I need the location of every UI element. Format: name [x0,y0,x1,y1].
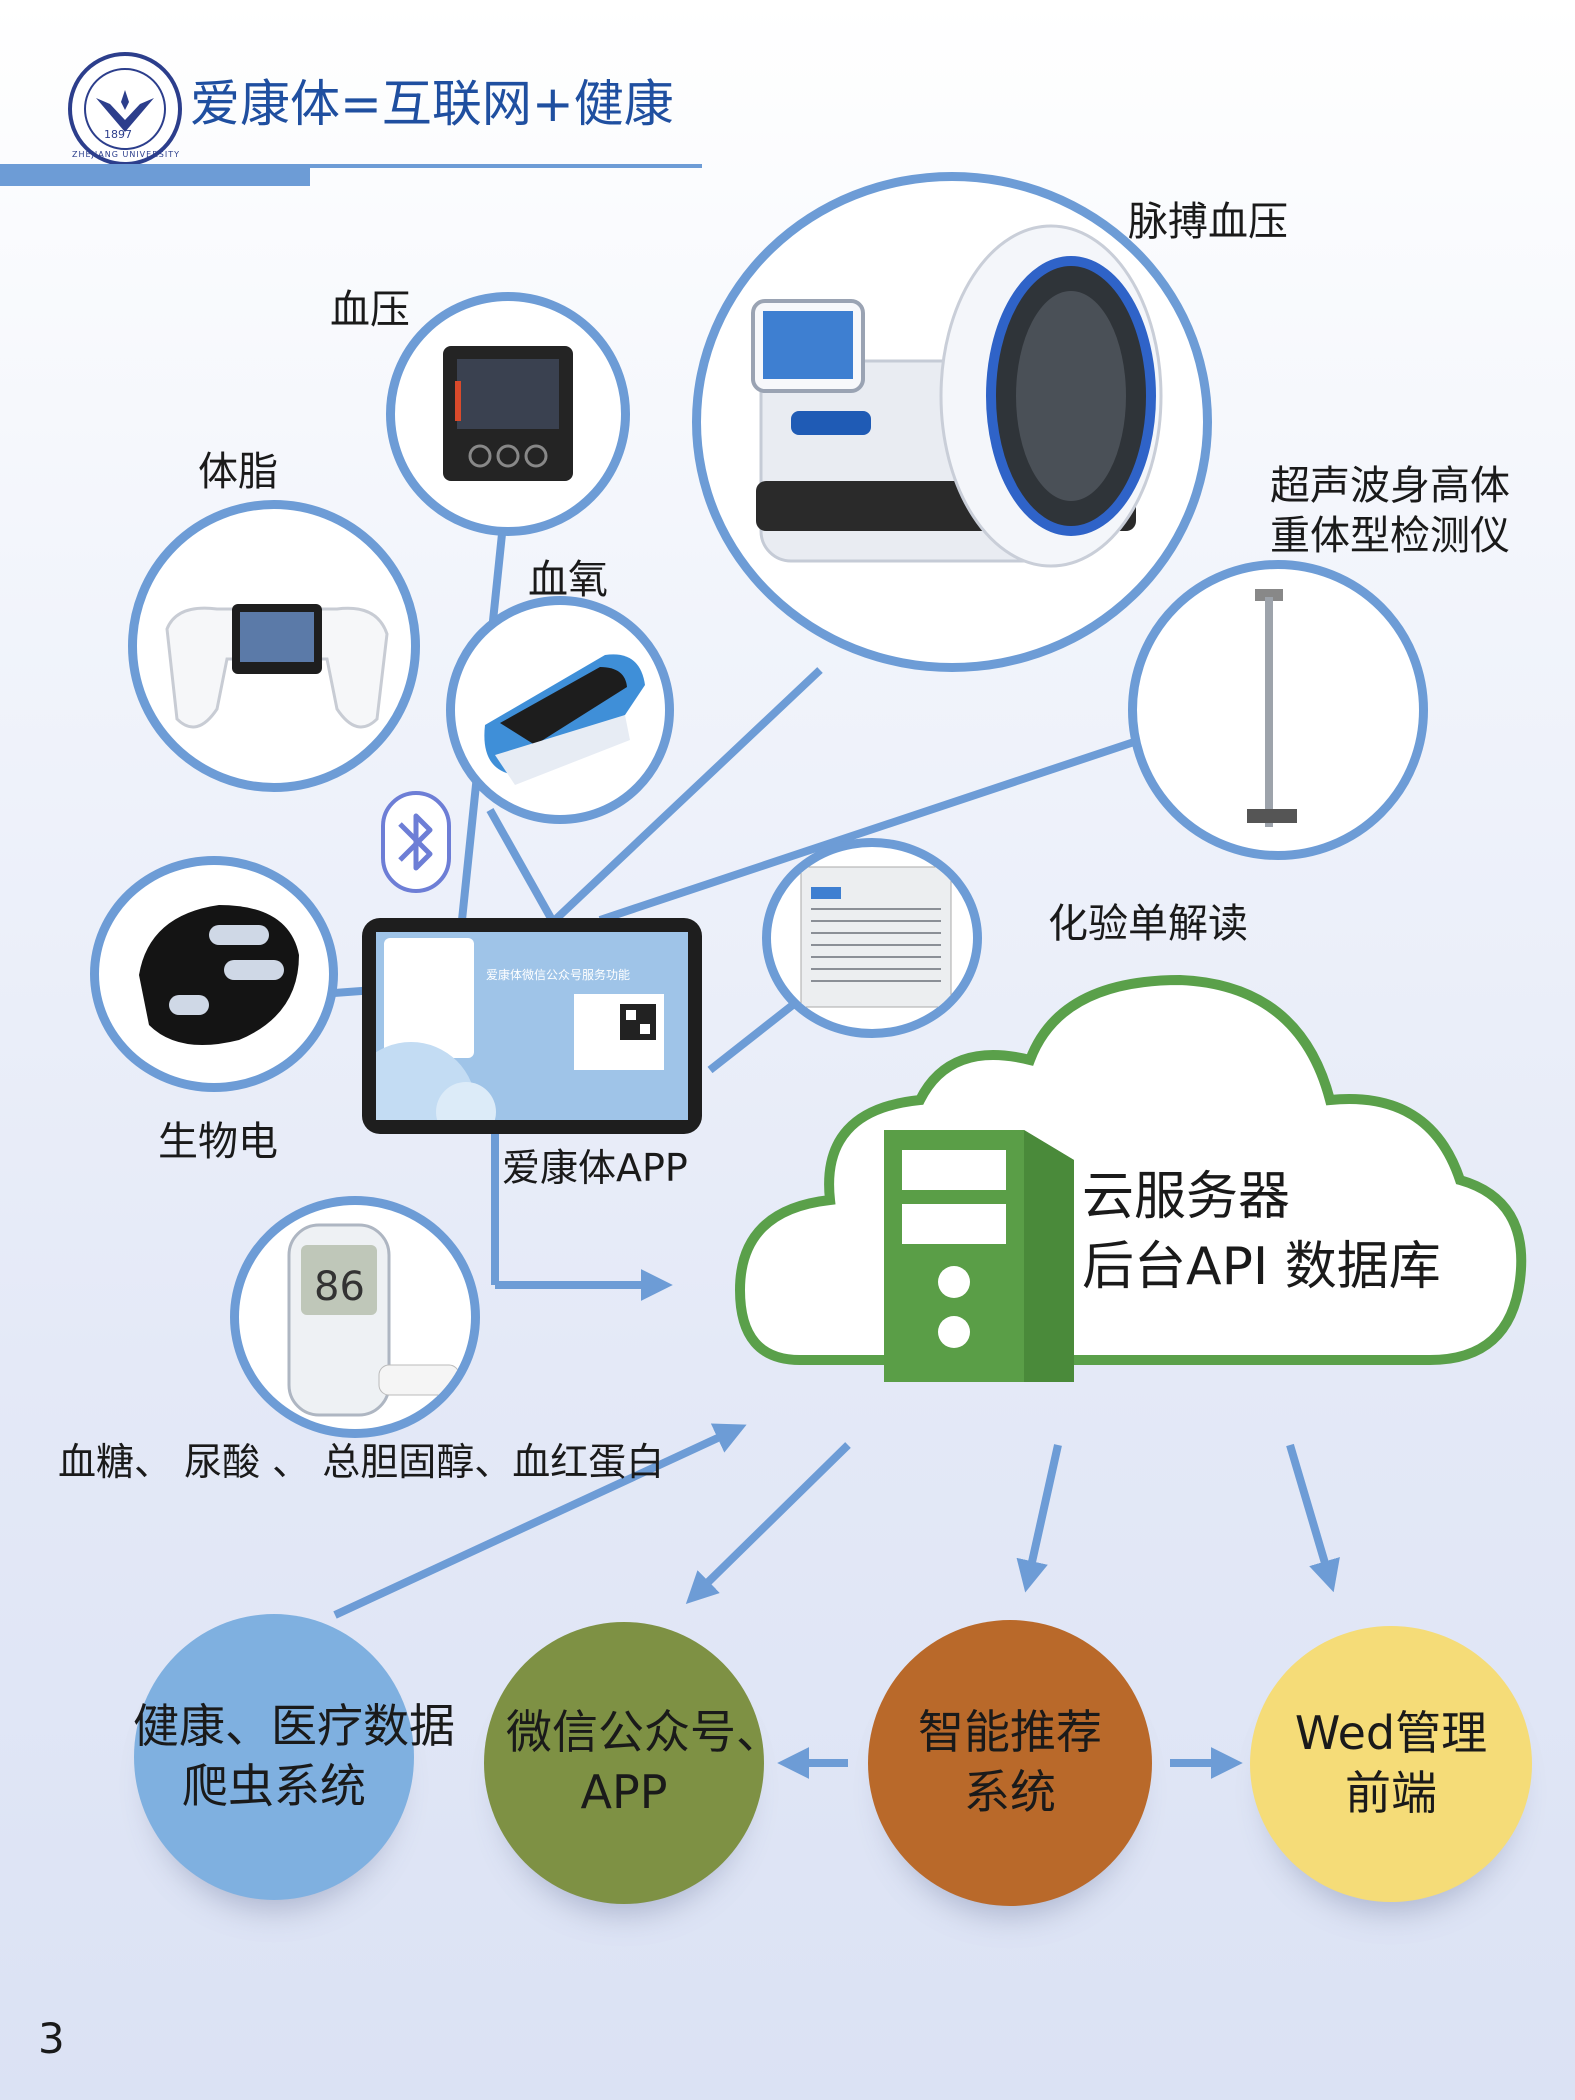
height-weight-label-line2: 重体型检测仪 [1270,513,1510,559]
glucose-circle: 86 [230,1196,480,1438]
crawler-label-line1: 健康、医疗数据 [133,1699,455,1754]
lab-report-label: 化验单解读 [1048,901,1248,947]
web-admin-bubble: Wed管理 前端 [1250,1626,1532,1902]
blood-oxygen-label: 血氧 [528,557,608,603]
blood-pressure-circle [386,292,630,536]
crawler-label-line2: 爬虫系统 [182,1759,366,1813]
university-logo [66,50,184,168]
body-fat-device-image [165,604,389,729]
header-rule-thick [0,168,310,186]
recommend-system-bubble: 智能推荐 系统 [868,1620,1152,1906]
recommend-label-line1: 智能推荐 [918,1705,1102,1760]
bioelectric-label: 生物电 [158,1119,278,1165]
page-title: 爱康体=互联网+健康 [190,75,674,133]
bioelectric-circle [90,856,338,1092]
logo-text: ZHEJIANG UNIVERSITY [72,150,180,159]
height-weight-label-line1: 超声波身高体 [1270,463,1510,509]
server-icon [884,1120,1074,1382]
web-label-line2: 前端 [1345,1766,1437,1820]
pulse-bp-device-image [751,224,1163,568]
recommend-label-line2: 系统 [964,1765,1056,1819]
header-rule-thin [0,164,702,168]
bluetooth-icon [380,790,452,894]
pulse-bp-label: 脉搏血压 [1128,199,1288,245]
pulse-bp-circle [692,172,1212,672]
glucose-label: 血糖、 尿酸 、 总胆固醇、血红蛋白 [58,1440,665,1484]
app-label: 爱康体APP [502,1146,688,1190]
blood-oxygen-circle [446,596,674,824]
lab-report-circle [762,838,982,1038]
blood-pressure-device-image [443,346,573,481]
bioelectric-device-image [139,905,299,1045]
web-label-line1: Wed管理 [1294,1706,1488,1761]
height-weight-circle [1128,560,1428,860]
wechat-label-line1: 微信公众号、 [506,1705,782,1760]
wechat-app-bubble: 微信公众号、 APP [484,1622,782,1904]
qr-code-icon [574,994,664,1070]
glucose-device-image: 86 [287,1223,460,1417]
page-number: 3 [38,2014,65,2063]
cloud-label-line2: 后台API 数据库 [1082,1237,1441,1297]
body-fat-label: 体脂 [198,449,278,495]
lab-report-image [800,866,952,1008]
app-screen-title: 爱康体微信公众号服务功能 [486,968,631,982]
blood-pressure-label: 血压 [330,287,410,333]
blood-oxygen-device-image [484,654,645,785]
height-weight-device-image [1247,589,1297,827]
svg-text:86: 86 [314,1264,365,1310]
body-fat-circle [128,500,420,792]
crawler-system-bubble: 健康、医疗数据 爬虫系统 [133,1614,455,1900]
logo-year: 1897 [104,128,132,141]
app-tablet: 爱康体微信公众号服务功能 [362,918,702,1134]
app-screen: 爱康体微信公众号服务功能 [376,932,688,1120]
wechat-label-line2: APP [580,1765,668,1819]
cloud-label-line1: 云服务器 [1082,1167,1291,1227]
